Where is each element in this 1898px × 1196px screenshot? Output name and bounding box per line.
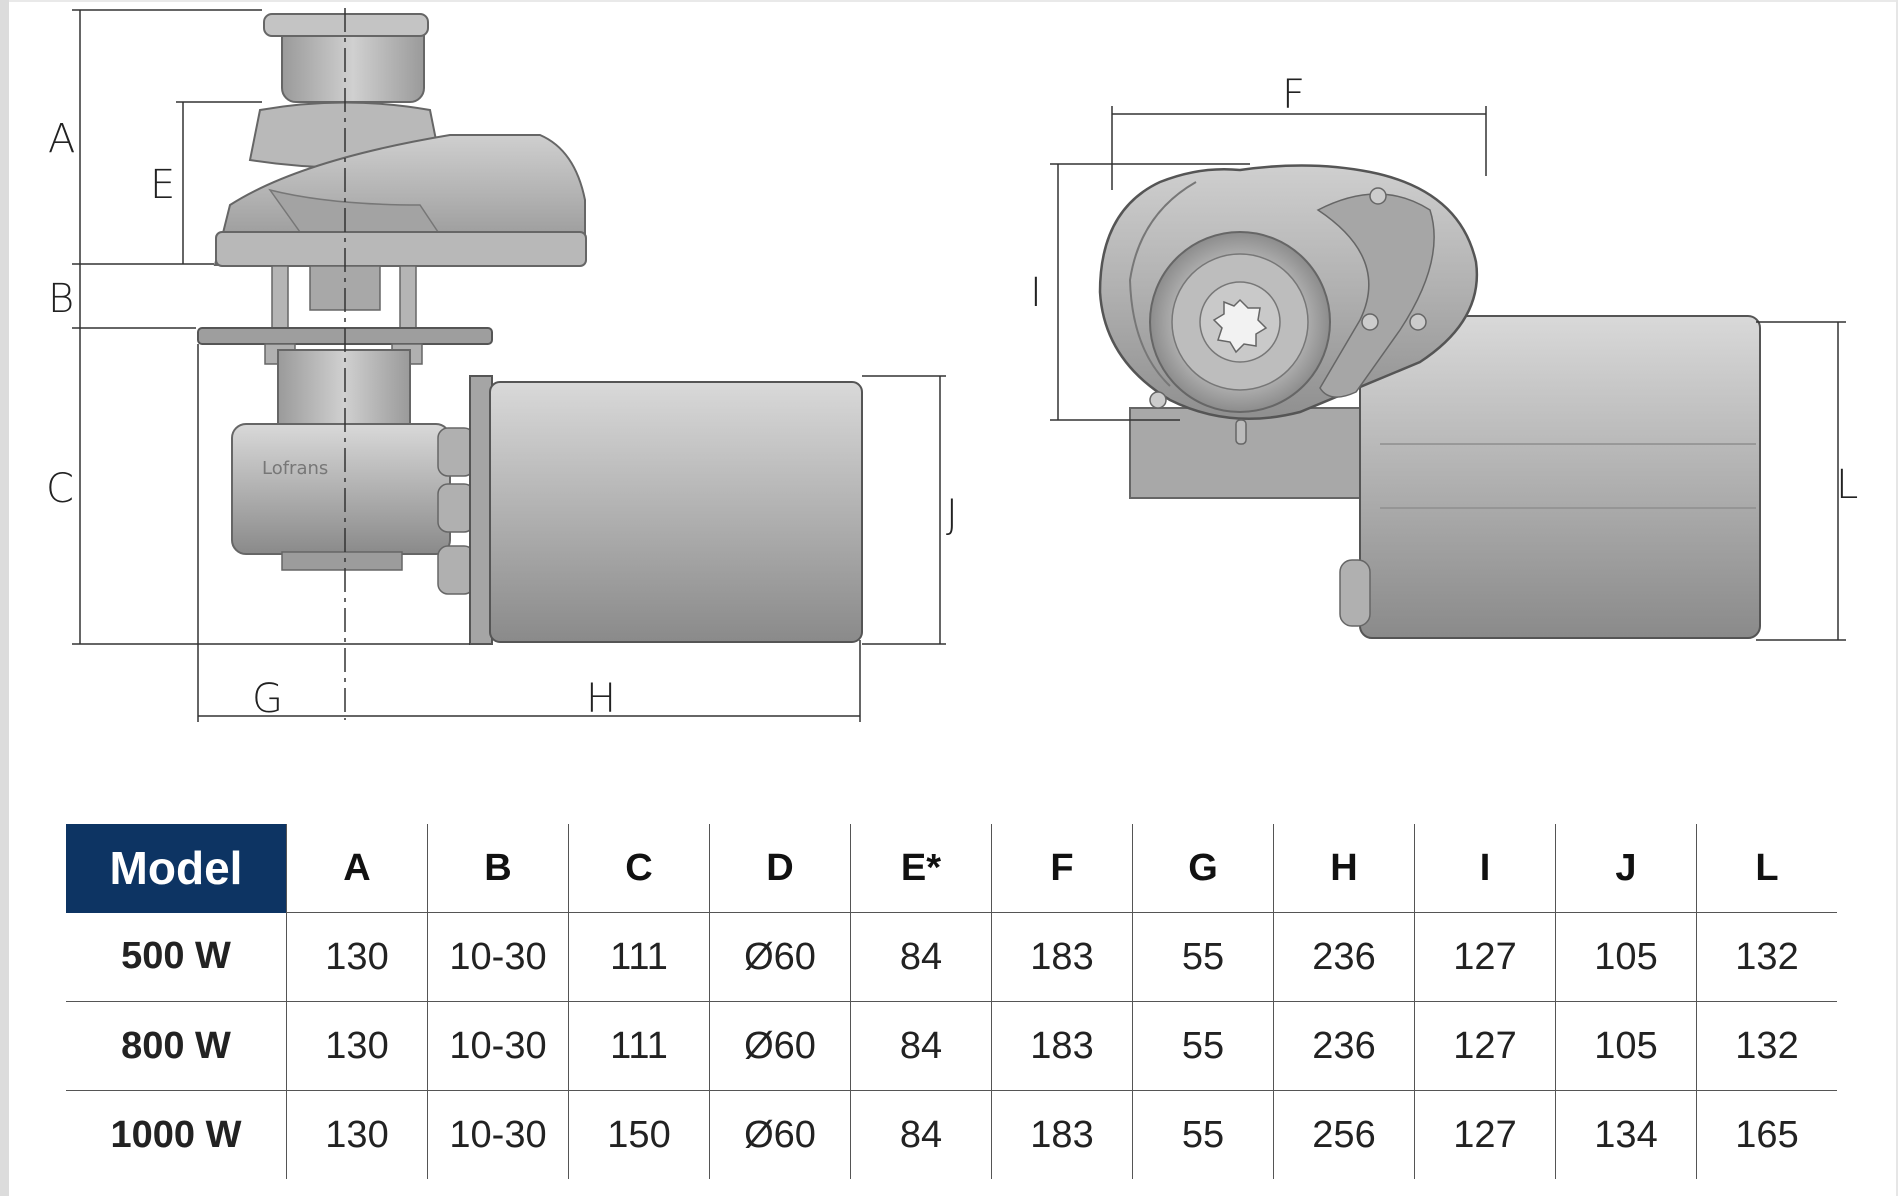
table-cell: 130 xyxy=(286,912,428,1002)
brand-mark: Lofrans xyxy=(262,458,328,479)
table-cell: 84 xyxy=(850,912,992,1002)
table-cell: 10-30 xyxy=(427,912,569,1002)
table-cell: 55 xyxy=(1132,912,1274,1002)
gearbox xyxy=(231,423,451,555)
row-model: 500 W xyxy=(66,912,287,1002)
header-col-f: F xyxy=(991,824,1133,913)
dim-label-f: F xyxy=(1282,72,1305,118)
screw-4 xyxy=(1149,391,1167,409)
table-cell: 236 xyxy=(1273,912,1415,1002)
motor-bolt-2 xyxy=(437,483,475,533)
table-cell: Ø60 xyxy=(709,912,851,1002)
table-cell: Ø60 xyxy=(709,1001,851,1091)
dimension-lines-side xyxy=(72,9,946,722)
table-cell: Ø60 xyxy=(709,1090,851,1179)
dim-label-e: E xyxy=(150,162,175,208)
table-cell: 132 xyxy=(1696,1001,1837,1091)
table-cell: 105 xyxy=(1555,912,1697,1002)
table-row: 800 W 130 10-30 111 Ø60 84 183 55 236 12… xyxy=(66,1001,1837,1091)
table-cell: 130 xyxy=(286,1090,428,1179)
motor-body xyxy=(489,381,863,643)
dim-label-i: I xyxy=(1030,270,1042,316)
table-header-row: Model A B C D E* F G H I J L xyxy=(66,824,1837,913)
table-cell: 127 xyxy=(1414,912,1556,1002)
base-plate-top xyxy=(215,231,587,267)
table-row: 500 W 130 10-30 111 Ø60 84 183 55 236 12… xyxy=(66,912,1837,1002)
dim-label-a: A xyxy=(48,116,75,162)
motor-bolt-1 xyxy=(437,427,475,477)
dim-label-c: C xyxy=(46,466,74,512)
page-top-edge xyxy=(0,0,1898,2)
motor-flange xyxy=(469,375,493,645)
screw-3 xyxy=(1409,313,1427,331)
table-cell: 55 xyxy=(1132,1001,1274,1091)
dim-label-g: G xyxy=(252,676,283,722)
table-cell: 84 xyxy=(850,1090,992,1179)
header-col-d: D xyxy=(709,824,851,913)
side-view: Lofrans A E B C G H xyxy=(46,8,958,722)
header-col-l: L xyxy=(1696,824,1837,913)
dim-label-h: H xyxy=(586,676,616,722)
table-cell: 111 xyxy=(568,1001,710,1091)
top-view: F I L xyxy=(1030,72,1858,641)
gearbox-neck xyxy=(277,349,411,431)
header-col-h: H xyxy=(1273,824,1415,913)
table-cell: 111 xyxy=(568,912,710,1002)
header-model: Model xyxy=(66,824,287,913)
motor-body-top xyxy=(1359,315,1761,639)
gearbox-bottom xyxy=(281,551,403,571)
header-col-i: I xyxy=(1414,824,1556,913)
table-cell: 256 xyxy=(1273,1090,1415,1179)
chain-stripper-arm xyxy=(1316,193,1435,398)
page-right-edge xyxy=(1896,0,1898,1196)
header-col-a: A xyxy=(286,824,428,913)
table-cell: 183 xyxy=(991,1090,1133,1179)
stud-left xyxy=(271,265,289,329)
header-col-j: J xyxy=(1555,824,1697,913)
motor-bolt-3 xyxy=(437,545,475,595)
stud-right xyxy=(399,265,417,329)
windlass-technical-drawing: Lofrans A E B C G H xyxy=(46,8,1858,722)
screw-2 xyxy=(1361,313,1379,331)
table-cell: 183 xyxy=(991,912,1133,1002)
shaft-spline-icon xyxy=(1212,298,1268,354)
dim-label-l: L xyxy=(1836,462,1858,508)
dim-label-b: B xyxy=(48,276,74,322)
capstan-top xyxy=(263,13,429,37)
motor-terminal xyxy=(1339,559,1371,627)
table-cell: 127 xyxy=(1414,1001,1556,1091)
table-cell: 10-30 xyxy=(427,1090,569,1179)
table-cell: 132 xyxy=(1696,912,1837,1002)
table-cell: 127 xyxy=(1414,1090,1556,1179)
table-cell: 150 xyxy=(568,1090,710,1179)
table-cell: 130 xyxy=(286,1001,428,1091)
table-cell: 10-30 xyxy=(427,1001,569,1091)
pin xyxy=(1235,419,1247,445)
row-model: 1000 W xyxy=(110,1113,242,1156)
header-col-c: C xyxy=(568,824,710,913)
dimension-lines-top xyxy=(1050,106,1846,641)
housing-rim xyxy=(1128,181,1197,387)
table-row: 1000 W 130 10-30 150 Ø60 84 183 55 256 1… xyxy=(66,1090,1837,1179)
table-cell: 55 xyxy=(1132,1090,1274,1179)
table-cell: 134 xyxy=(1555,1090,1697,1179)
header-col-e: E* xyxy=(850,824,992,913)
table-cell: 183 xyxy=(991,1001,1133,1091)
table-cell: 236 xyxy=(1273,1001,1415,1091)
header-col-b: B xyxy=(427,824,569,913)
table-cell: 165 xyxy=(1696,1090,1837,1179)
chain-stripper xyxy=(268,188,442,236)
dimensions-table: Model A B C D E* F G H I J L 500 W 130 1… xyxy=(66,824,1837,1179)
page-left-edge xyxy=(0,0,9,1196)
table-cell: 105 xyxy=(1555,1001,1697,1091)
table-cell: 84 xyxy=(850,1001,992,1091)
screw-1 xyxy=(1369,187,1387,205)
row-model: 800 W xyxy=(66,1001,287,1091)
dim-label-j: J xyxy=(946,492,958,538)
header-col-g: G xyxy=(1132,824,1274,913)
